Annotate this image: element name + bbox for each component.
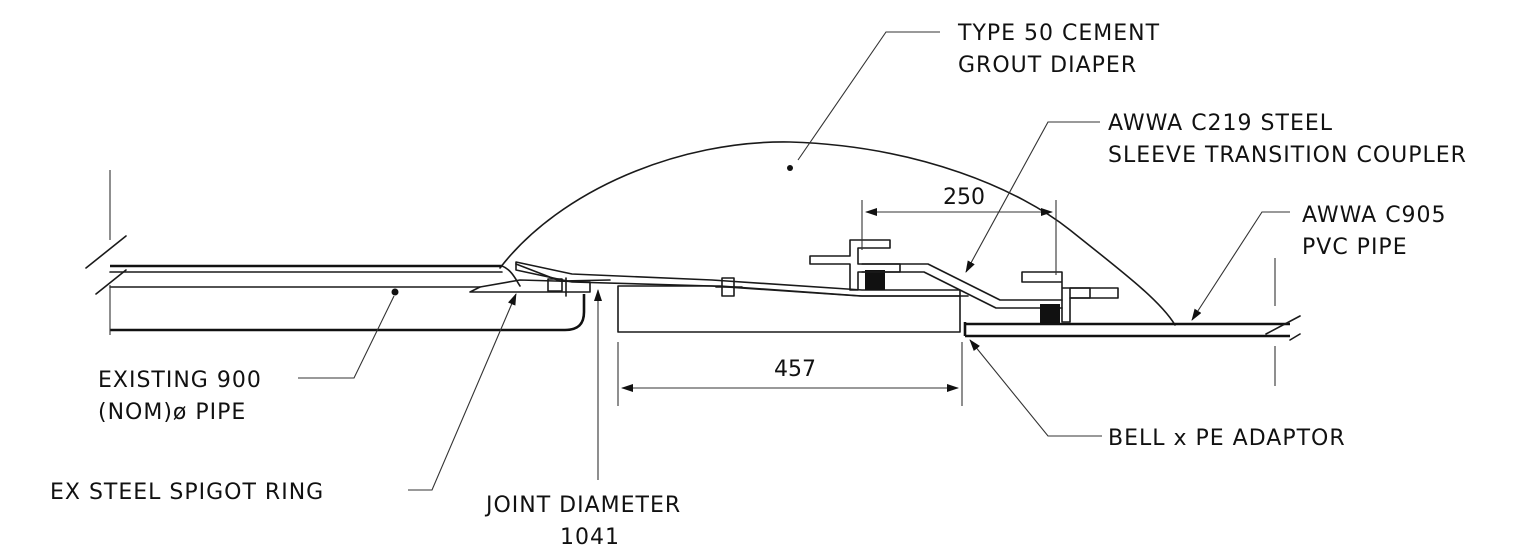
pvc-label-line1: AWWA C905	[1302, 203, 1447, 228]
adaptor-label: BELL x PE ADAPTOR	[1108, 426, 1346, 451]
spigot-leader	[408, 293, 517, 491]
coupler-label-line2: SLEEVE TRANSITION COUPLER	[1108, 143, 1467, 168]
pvc-label-line2: PVC PIPE	[1302, 235, 1408, 260]
joint-label-line1: JOINT DIAMETER	[484, 493, 681, 518]
grout-diaper-dome	[499, 141, 1176, 326]
grout-label-line1: TYPE 50 CEMENT	[957, 21, 1160, 46]
existing-label-line1: EXISTING 900	[98, 368, 262, 393]
existing-label-line2: (NOM)ø PIPE	[98, 400, 246, 425]
grout-leader	[797, 31, 940, 161]
pvc-pipe	[963, 258, 1301, 386]
dim-457-text: 457	[774, 357, 816, 382]
spigot-label: EX STEEL SPIGOT RING	[50, 480, 324, 505]
dimension-457: 457	[617, 342, 963, 406]
bell-pe-adaptor	[617, 285, 969, 333]
coupler-leader	[965, 121, 1100, 273]
dim-250-text: 250	[943, 185, 985, 210]
grout-label-line2: GROUT DIAPER	[958, 53, 1137, 78]
existing-pipe	[85, 170, 586, 335]
joint-label-line2: 1041	[560, 525, 620, 550]
existing-leader	[298, 295, 395, 379]
dimension-250: 250	[861, 185, 1057, 275]
coupler-label-line1: AWWA C219 STEEL	[1108, 111, 1333, 136]
adaptor-leader	[969, 339, 1102, 437]
transition-coupler-sleeve	[515, 239, 1119, 324]
steel-spigot-ring	[469, 263, 611, 297]
grout-diaper-dot	[787, 165, 793, 171]
pvc-leader	[1191, 211, 1290, 321]
